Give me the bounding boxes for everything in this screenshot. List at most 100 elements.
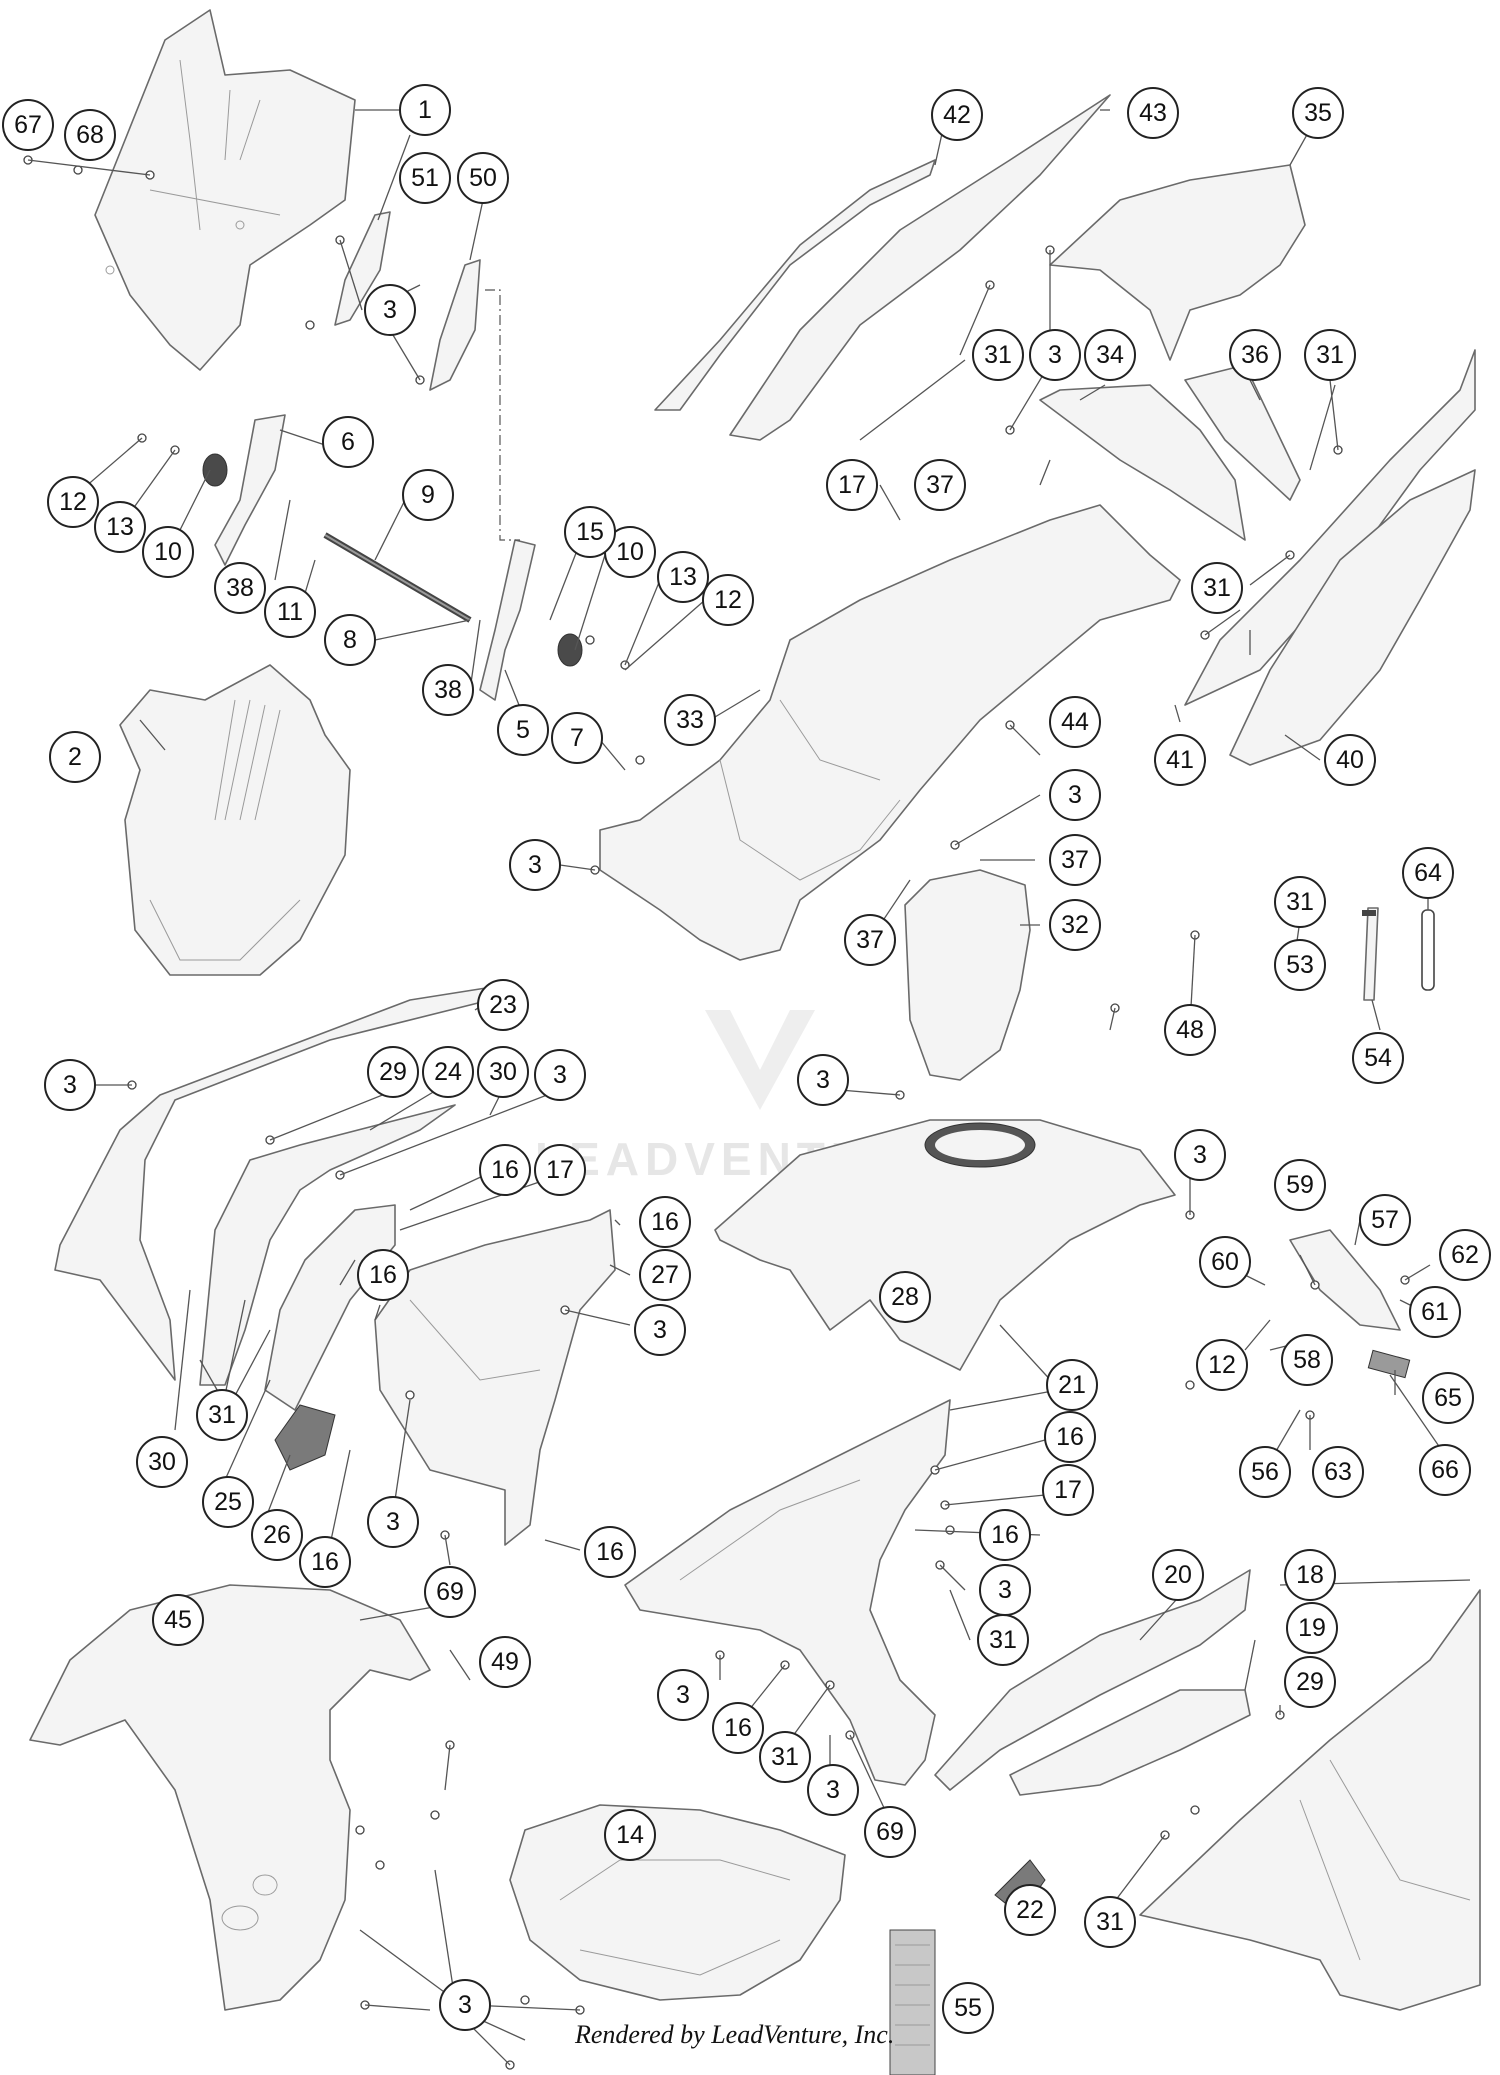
part-rail-50[interactable]	[429, 259, 481, 391]
callout-63[interactable]: 63	[1312, 1446, 1364, 1498]
part-filter[interactable]	[889, 1929, 936, 2075]
part-lower-fairing[interactable]	[1139, 1589, 1481, 2011]
part-rear-side-cover-42[interactable]	[654, 159, 936, 411]
callout-3[interactable]: 3	[1029, 329, 1081, 381]
part-adjust-rod[interactable]	[323, 532, 472, 623]
callout-16[interactable]: 16	[299, 1536, 351, 1588]
callout-54[interactable]: 54	[1352, 1032, 1404, 1084]
callout-66[interactable]: 66	[1419, 1444, 1471, 1496]
part-side-panel[interactable]	[199, 1104, 456, 1386]
callout-3[interactable]: 3	[439, 1979, 491, 2031]
callout-10[interactable]: 10	[604, 526, 656, 578]
callout-61[interactable]: 61	[1409, 1286, 1461, 1338]
callout-12[interactable]: 12	[702, 574, 754, 626]
callout-29[interactable]: 29	[1284, 1656, 1336, 1708]
callout-28[interactable]: 28	[879, 1271, 931, 1323]
callout-6[interactable]: 6	[322, 416, 374, 468]
callout-58[interactable]: 58	[1281, 1334, 1333, 1386]
callout-55[interactable]: 55	[942, 1982, 994, 2034]
part-seat-cowl[interactable]	[1049, 164, 1306, 361]
callout-50[interactable]: 50	[457, 152, 509, 204]
callout-31[interactable]: 31	[759, 1731, 811, 1783]
callout-48[interactable]: 48	[1164, 1004, 1216, 1056]
callout-56[interactable]: 56	[1239, 1446, 1291, 1498]
callout-26[interactable]: 26	[251, 1509, 303, 1561]
callout-64[interactable]: 64	[1402, 847, 1454, 899]
callout-67[interactable]: 67	[2, 99, 54, 151]
callout-9[interactable]: 9	[402, 469, 454, 521]
part-front-fender[interactable]	[29, 1584, 431, 2011]
callout-13[interactable]: 13	[94, 501, 146, 553]
callout-38[interactable]: 38	[214, 562, 266, 614]
callout-12[interactable]: 12	[1196, 1339, 1248, 1391]
callout-37[interactable]: 37	[1049, 834, 1101, 886]
callout-40[interactable]: 40	[1324, 734, 1376, 786]
callout-29[interactable]: 29	[367, 1046, 419, 1098]
callout-43[interactable]: 43	[1127, 87, 1179, 139]
callout-16[interactable]: 16	[357, 1249, 409, 1301]
callout-53[interactable]: 53	[1274, 939, 1326, 991]
part-rear-bracket[interactable]	[1039, 384, 1246, 541]
callout-1[interactable]: 1	[399, 84, 451, 136]
callout-17[interactable]: 17	[1042, 1464, 1094, 1516]
callout-37[interactable]: 37	[844, 914, 896, 966]
callout-3[interactable]: 3	[1049, 769, 1101, 821]
part-strap-54[interactable]	[1362, 907, 1379, 1001]
part-frame-cover[interactable]	[624, 1399, 951, 1786]
callout-11[interactable]: 11	[264, 586, 316, 638]
part-headlight-housing[interactable]	[509, 1804, 846, 2001]
part-inner-panel[interactable]	[264, 1204, 396, 1411]
part-headlight-fairing[interactable]	[119, 664, 351, 976]
callout-42[interactable]: 42	[931, 89, 983, 141]
part-windshield-bracket-right[interactable]	[479, 539, 536, 701]
callout-24[interactable]: 24	[422, 1046, 474, 1098]
callout-14[interactable]: 14	[604, 1809, 656, 1861]
part-tank-cover[interactable]	[714, 1119, 1176, 1371]
callout-10[interactable]: 10	[142, 526, 194, 578]
callout-38[interactable]: 38	[422, 664, 474, 716]
callout-20[interactable]: 20	[1152, 1549, 1204, 1601]
callout-36[interactable]: 36	[1229, 329, 1281, 381]
callout-22[interactable]: 22	[1004, 1884, 1056, 1936]
callout-69[interactable]: 69	[424, 1566, 476, 1618]
part-side-strip-20[interactable]	[934, 1569, 1251, 1791]
callout-31[interactable]: 31	[977, 1614, 1029, 1666]
callout-16[interactable]: 16	[639, 1196, 691, 1248]
callout-41[interactable]: 41	[1154, 734, 1206, 786]
callout-3[interactable]: 3	[979, 1564, 1031, 1616]
callout-2[interactable]: 2	[49, 731, 101, 783]
part-mudflap[interactable]	[904, 869, 1031, 1081]
part-knob-right[interactable]	[557, 633, 583, 667]
callout-17[interactable]: 17	[534, 1144, 586, 1196]
callout-31[interactable]: 31	[1274, 876, 1326, 928]
callout-60[interactable]: 60	[1199, 1236, 1251, 1288]
callout-31[interactable]: 31	[1084, 1896, 1136, 1948]
callout-57[interactable]: 57	[1359, 1194, 1411, 1246]
callout-16[interactable]: 16	[1044, 1411, 1096, 1463]
callout-3[interactable]: 3	[509, 839, 561, 891]
callout-59[interactable]: 59	[1274, 1159, 1326, 1211]
callout-51[interactable]: 51	[399, 152, 451, 204]
part-rear-panel-40[interactable]	[1229, 469, 1476, 766]
callout-37[interactable]: 37	[914, 459, 966, 511]
callout-31[interactable]: 31	[972, 329, 1024, 381]
callout-18[interactable]: 18	[1284, 1549, 1336, 1601]
callout-49[interactable]: 49	[479, 1636, 531, 1688]
callout-62[interactable]: 62	[1439, 1229, 1491, 1281]
callout-16[interactable]: 16	[584, 1526, 636, 1578]
callout-23[interactable]: 23	[477, 979, 529, 1031]
callout-15[interactable]: 15	[564, 506, 616, 558]
callout-44[interactable]: 44	[1049, 696, 1101, 748]
callout-12[interactable]: 12	[47, 476, 99, 528]
callout-27[interactable]: 27	[639, 1249, 691, 1301]
callout-3[interactable]: 3	[1174, 1129, 1226, 1181]
callout-69[interactable]: 69	[864, 1806, 916, 1858]
callout-45[interactable]: 45	[152, 1594, 204, 1646]
part-side-strip-19[interactable]	[1009, 1689, 1251, 1796]
callout-65[interactable]: 65	[1422, 1372, 1474, 1424]
part-rear-side-cover-43[interactable]	[729, 94, 1111, 441]
callout-33[interactable]: 33	[664, 694, 716, 746]
callout-16[interactable]: 16	[479, 1144, 531, 1196]
callout-3[interactable]: 3	[657, 1669, 709, 1721]
callout-16[interactable]: 16	[979, 1509, 1031, 1561]
